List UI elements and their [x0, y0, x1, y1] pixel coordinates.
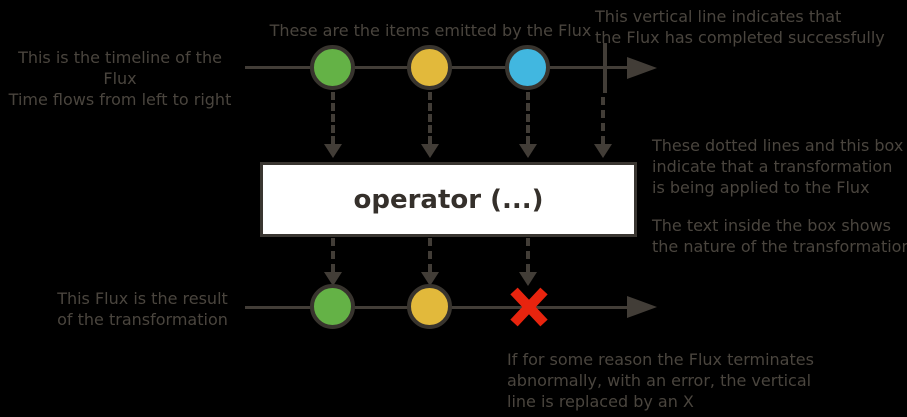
dotted-line-out-2: [428, 238, 432, 272]
dotted-arrowhead-in-3-icon: [519, 144, 537, 158]
bottom-marble-yellow: [407, 284, 452, 329]
dotted-arrowhead-out-2-icon: [421, 272, 439, 286]
timeline-note-line2: Time flows from left to right: [8, 90, 232, 109]
complete-note: This vertical line indicates that the Fl…: [595, 6, 900, 48]
dotted-arrowhead-out-1-icon: [324, 272, 342, 286]
dotted-arrowhead-in-4-icon: [594, 144, 612, 158]
dotted-arrowhead-in-1-icon: [324, 144, 342, 158]
top-marble-yellow: [407, 45, 452, 90]
dotted-arrowhead-out-3-icon: [519, 272, 537, 286]
top-timeline-arrow-icon: [627, 57, 657, 79]
transform-note-line3: is being applied to the Flux: [652, 178, 870, 197]
dotted-line-out-3: [526, 238, 530, 272]
top-marble-green: [310, 45, 355, 90]
dotted-line-out-1: [331, 238, 335, 272]
box-text-note-line2: the nature of the transformation: [652, 237, 907, 256]
transform-note-line1: These dotted lines and this box: [652, 136, 904, 155]
bottom-marble-green: [310, 284, 355, 329]
transform-note: These dotted lines and this box indicate…: [652, 135, 907, 198]
top-marble-blue: [505, 45, 550, 90]
dotted-line-in-4: [601, 97, 605, 144]
dotted-line-in-1: [331, 92, 335, 144]
result-note-line1: This Flux is the result: [57, 289, 228, 308]
error-note-line3: line is replaced by an X: [507, 392, 694, 411]
box-text-note-line1: The text inside the box shows: [652, 216, 891, 235]
result-note: This Flux is the result of the transform…: [40, 288, 245, 330]
result-note-line2: of the transformation: [57, 310, 228, 329]
operator-box-label: operator (...): [353, 184, 544, 215]
items-note-line1: These are the items emitted by the Flux: [269, 21, 592, 40]
complete-note-line1: This vertical line indicates that: [595, 7, 842, 26]
timeline-note-line1: This is the timeline of the Flux: [18, 48, 222, 88]
complete-marker-line: [603, 43, 607, 93]
dotted-line-in-3: [526, 92, 530, 144]
complete-note-line2: the Flux has completed successfully: [595, 28, 885, 47]
operator-box: operator (...): [260, 162, 637, 237]
error-note-line2: abnormally, with an error, the vertical: [507, 371, 812, 390]
items-note: These are the items emitted by the Flux: [268, 20, 593, 41]
box-text-note: The text inside the box shows the nature…: [652, 215, 907, 257]
error-note: If for some reason the Flux terminates a…: [507, 349, 837, 412]
error-x-icon: [510, 287, 548, 327]
timeline-note: This is the timeline of the Flux Time fl…: [5, 47, 235, 110]
dotted-arrowhead-in-2-icon: [421, 144, 439, 158]
dotted-line-in-2: [428, 92, 432, 144]
bottom-timeline-arrow-icon: [627, 296, 657, 318]
transform-note-line2: indicate that a transformation: [652, 157, 893, 176]
error-note-line1: If for some reason the Flux terminates: [507, 350, 814, 369]
